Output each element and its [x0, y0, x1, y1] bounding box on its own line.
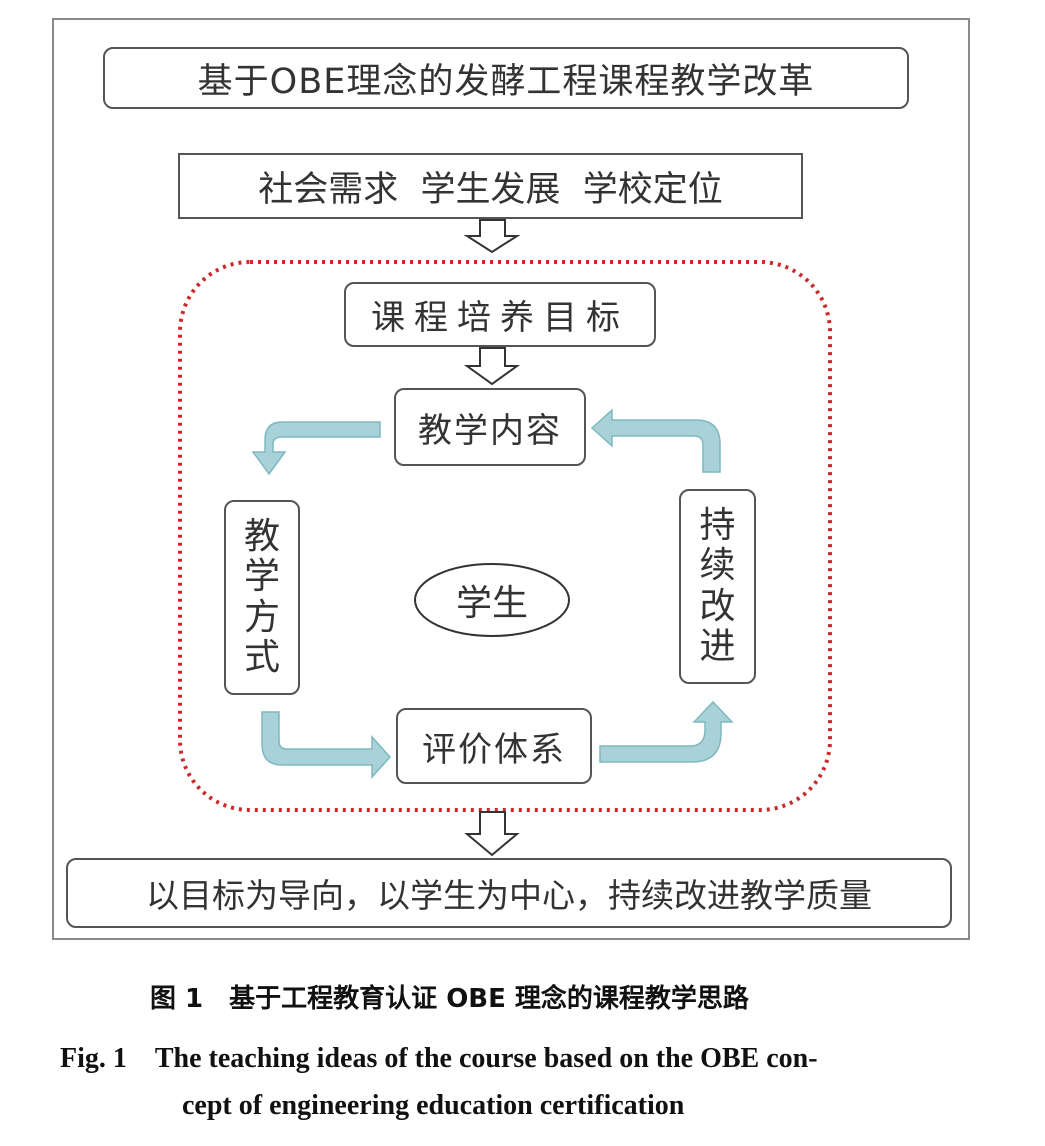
method-char-2: 学 [243, 556, 280, 598]
improve-char-2: 续 [699, 545, 736, 587]
method-box: 教 学 方 式 [224, 500, 300, 695]
drivers-box: 社会需求 学生发展 学校定位 [178, 153, 803, 219]
student-label: 学生 [455, 583, 528, 624]
down-arrow-drivers-to-objective [463, 219, 521, 254]
content-text: 教学内容 [418, 410, 562, 451]
cycle-arrow-method-to-evaluation [261, 711, 392, 779]
dotted-boundary [178, 260, 832, 812]
content-box: 教学内容 [394, 388, 586, 466]
caption-zh: 图 1 基于工程教育认证 OBE 理念的课程教学思路 [150, 984, 749, 1014]
improve-box: 持 续 改 进 [679, 489, 756, 684]
evaluation-box: 评价体系 [396, 708, 592, 784]
method-char-3: 方 [243, 596, 280, 638]
title-text: 基于OBE理念的发酵工程课程教学改革 [197, 61, 815, 102]
cycle-arrow-content-to-method [251, 421, 381, 476]
cycle-arrow-improve-to-content [590, 408, 721, 473]
objective-text: 课程培养目标 [371, 298, 629, 338]
improve-char-4: 进 [699, 625, 736, 667]
evaluation-text: 评价体系 [422, 729, 566, 770]
title-box: 基于OBE理念的发酵工程课程教学改革 [103, 47, 909, 109]
down-arrow-objective-to-content [463, 347, 521, 386]
figure-frame [52, 18, 970, 940]
improve-char-3: 改 [699, 585, 736, 627]
improve-char-1: 持 [699, 504, 736, 546]
student-label-wrap: 学生 [415, 564, 569, 636]
objective-box: 课程培养目标 [344, 282, 656, 347]
method-char-4: 式 [243, 636, 280, 678]
student-ellipse [414, 563, 570, 637]
outcome-text: 以目标为导向，以学生为中心，持续改进教学质量 [146, 876, 872, 915]
method-char-1: 教 [243, 515, 280, 557]
caption-en-line2: cept of engineering education certificat… [182, 1090, 685, 1121]
cycle-arrow-evaluation-to-improve [599, 700, 734, 763]
caption-en-line1: Fig. 1 The teaching ideas of the course … [60, 1043, 818, 1074]
down-arrow-cycle-to-outcome [464, 811, 520, 857]
drivers-text: 社会需求 学生发展 学校定位 [258, 169, 723, 210]
outcome-box: 以目标为导向，以学生为中心，持续改进教学质量 [66, 858, 952, 928]
